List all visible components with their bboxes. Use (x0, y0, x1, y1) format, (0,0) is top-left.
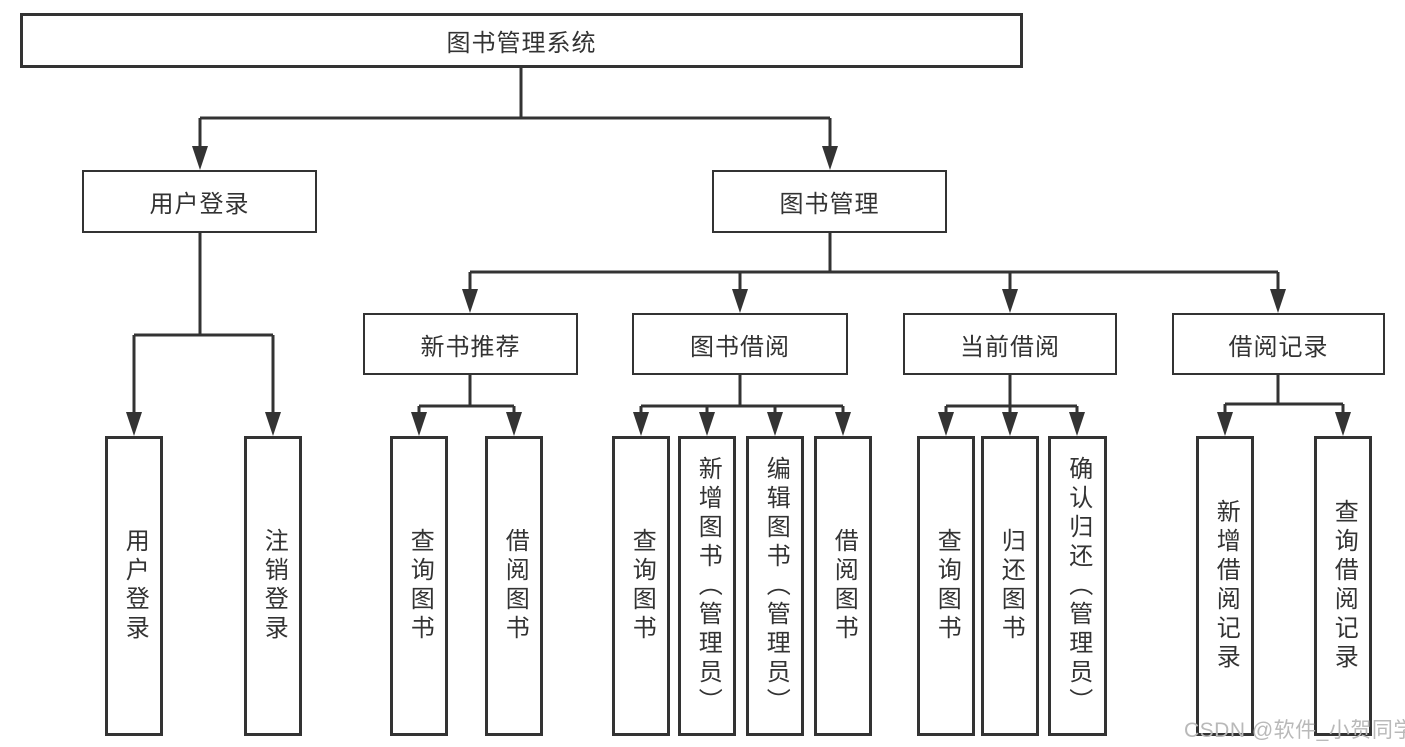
arrowhead (1335, 412, 1351, 436)
leaf-newbook-borrow-books: 借阅图书 (485, 436, 543, 736)
node-new-book-recommend: 新书推荐 (363, 313, 578, 375)
leaf-current-return-books: 归还图书 (981, 436, 1039, 736)
leaf-borrow-borrow-books-label: 借阅图书 (830, 528, 858, 644)
arrowhead (126, 412, 142, 436)
leaf-user-login-label: 用户登录 (121, 528, 149, 644)
leaf-borrow-borrow-books: 借阅图书 (814, 436, 872, 736)
leaf-user-login: 用户登录 (105, 436, 163, 736)
leaf-records-add-record-label: 新增借阅记录 (1212, 499, 1240, 673)
node-borrow-records: 借阅记录 (1172, 313, 1385, 375)
node-borrow-records-label: 借阅记录 (1228, 333, 1329, 361)
leaf-current-confirm-return-admin-label: 确认归还（管理员） (1064, 455, 1092, 717)
leaf-records-query-record-label: 查询借阅记录 (1330, 499, 1358, 673)
leaf-borrow-query-books: 查询图书 (612, 436, 670, 736)
node-new-book-recommend-label: 新书推荐 (420, 333, 521, 361)
csdn-watermark: CSDN @软件_小贺同学 (1184, 719, 1405, 742)
leaf-current-confirm-return-admin: 确认归还（管理员） (1048, 436, 1107, 736)
edge-root-branch (198, 68, 832, 148)
leaf-logout: 注销登录 (244, 436, 302, 736)
arrowhead (265, 412, 281, 436)
leaf-borrow-edit-books-admin: 编辑图书（管理员） (746, 436, 804, 736)
leaf-borrow-query-books-label: 查询图书 (628, 528, 656, 644)
leaf-records-add-record: 新增借阅记录 (1196, 436, 1254, 736)
leaf-current-query-books-label: 查询图书 (933, 528, 961, 644)
node-book-borrow-label: 图书借阅 (690, 333, 790, 361)
node-user-login: 用户登录 (82, 170, 317, 233)
node-root: 图书管理系统 (20, 13, 1023, 68)
node-book-management-label: 图书管理 (779, 191, 880, 218)
leaf-records-query-record: 查询借阅记录 (1314, 436, 1372, 736)
leaf-borrow-edit-books-admin-label: 编辑图书（管理员） (762, 455, 790, 717)
leaf-current-return-books-label: 归还图书 (997, 528, 1025, 644)
edge-borrow-records-branch (1223, 375, 1345, 414)
edge-new-book-branch (417, 375, 516, 414)
node-book-management: 图书管理 (712, 170, 947, 233)
connector-edges (132, 68, 1345, 414)
leaf-borrow-add-books-admin-label: 新增图书（管理员） (694, 455, 722, 717)
leaf-newbook-query-books-label: 查询图书 (406, 528, 434, 644)
node-book-borrow: 图书借阅 (632, 313, 848, 375)
arrowhead (1217, 412, 1233, 436)
node-current-borrow: 当前借阅 (903, 313, 1117, 375)
leaf-borrow-add-books-admin: 新增图书（管理员） (678, 436, 736, 736)
arrowhead (411, 412, 427, 436)
arrowhead (822, 146, 838, 170)
leaf-newbook-borrow-books-label: 借阅图书 (501, 528, 529, 644)
arrowhead (1002, 412, 1018, 436)
node-user-login-label: 用户登录 (149, 191, 250, 218)
arrowhead (1002, 289, 1018, 313)
arrowhead (1069, 412, 1085, 436)
edge-user-login-branch (132, 233, 275, 414)
node-current-borrow-label: 当前借阅 (960, 333, 1060, 361)
leaf-logout-label: 注销登录 (260, 528, 288, 644)
arrowhead (938, 412, 954, 436)
leaf-current-query-books: 查询图书 (917, 436, 975, 736)
edge-book-borrow-branch (639, 375, 845, 414)
arrowhead (767, 412, 783, 436)
node-root-label: 图书管理系统 (446, 30, 597, 57)
leaf-newbook-query-books: 查询图书 (390, 436, 448, 736)
arrowhead (732, 289, 748, 313)
arrowhead (192, 146, 208, 170)
arrowheads (126, 146, 1351, 436)
arrowhead (633, 412, 649, 436)
arrowhead (462, 289, 478, 313)
arrowhead (699, 412, 715, 436)
edge-book-management-branch (468, 233, 1280, 291)
arrowhead (1270, 289, 1286, 313)
arrowhead (835, 412, 851, 436)
edge-current-borrow-branch (944, 375, 1079, 414)
arrowhead (506, 412, 522, 436)
